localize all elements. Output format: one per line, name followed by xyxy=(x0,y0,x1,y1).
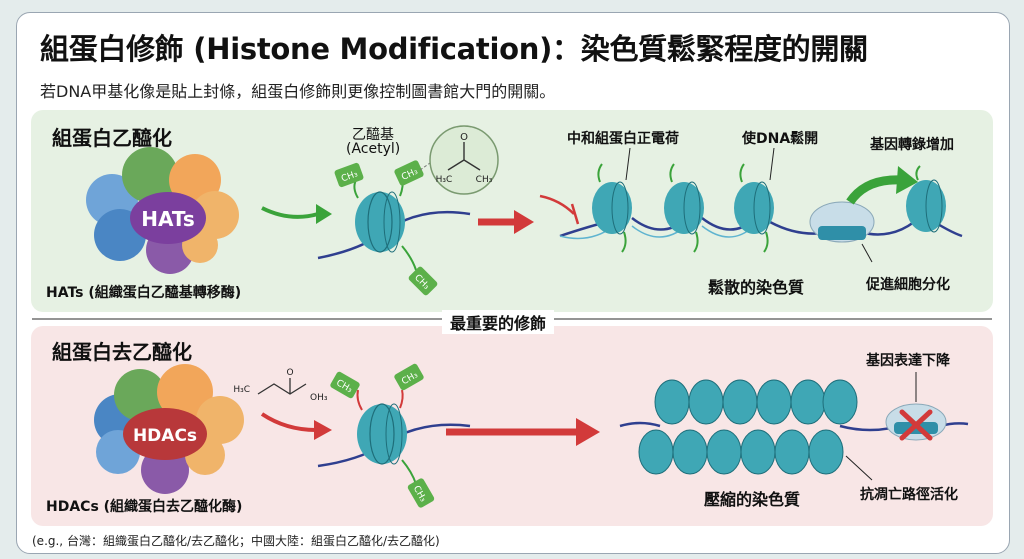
green-arrowhead xyxy=(316,204,332,224)
footnote: (e.g., 台灣：組織蛋白乙醯化/去乙醯化；中國大陸：組蛋白乙醯化/去乙醯化) xyxy=(32,532,440,549)
hdacs-caption: HDACs (組織蛋白去乙醯化酶) xyxy=(46,496,242,516)
red-arrowhead-bottom xyxy=(576,418,600,446)
acetyl-molecule-ch3: CH₃ xyxy=(476,175,493,185)
acetyl-label-en: (Acetyl) xyxy=(346,141,400,157)
acetate-molecule-oh3: OH₃ xyxy=(310,393,328,403)
label-differentiation: 促進細胞分化 xyxy=(866,274,950,294)
acetylation-title: 組蛋白乙醯化 xyxy=(52,122,172,151)
red-arrowhead-top xyxy=(514,210,534,234)
pointer-differentiation xyxy=(862,244,872,262)
acetate-molecule-bonds xyxy=(258,378,306,394)
hdacs-badge: HDACs xyxy=(133,426,197,446)
label-loose-chromatin: 鬆散的染色質 xyxy=(708,274,804,298)
red-curved-arrowhead xyxy=(314,420,332,440)
label-neutralize-charge: 中和組蛋白正電荷 xyxy=(567,128,679,148)
acetyl-molecule-h3c: H₃C xyxy=(436,175,453,185)
label-expression-down: 基因表達下降 xyxy=(866,350,950,370)
hats-caption: HATs (組織蛋白乙醯基轉移酶) xyxy=(46,282,241,302)
transcription-complex xyxy=(810,202,874,242)
transcription-up-arrow xyxy=(850,180,902,202)
divider-label: 最重要的修飾 xyxy=(442,310,554,334)
acetate-molecule-h3c: H₃C xyxy=(233,385,250,395)
acetate-molecule-o: O xyxy=(286,368,293,378)
pointer-loosen xyxy=(770,148,774,180)
label-loosen-dna: 使DNA鬆開 xyxy=(742,128,818,148)
hats-badge: HATs xyxy=(141,207,195,231)
pointer-anti-apoptosis xyxy=(846,456,872,480)
inhibition-line xyxy=(540,196,574,214)
label-transcription-up: 基因轉錄增加 xyxy=(870,134,954,154)
red-curved-arrow xyxy=(262,414,316,430)
acetyl-molecule-o: O xyxy=(460,132,468,143)
pointer-neutralize xyxy=(626,148,630,180)
green-arrow xyxy=(262,208,318,217)
label-anti-apoptosis: 抗凋亡路徑活化 xyxy=(860,484,958,504)
label-condensed-chromatin: 壓縮的染色質 xyxy=(704,486,800,510)
deacetylation-title: 組蛋白去乙醯化 xyxy=(52,336,192,365)
